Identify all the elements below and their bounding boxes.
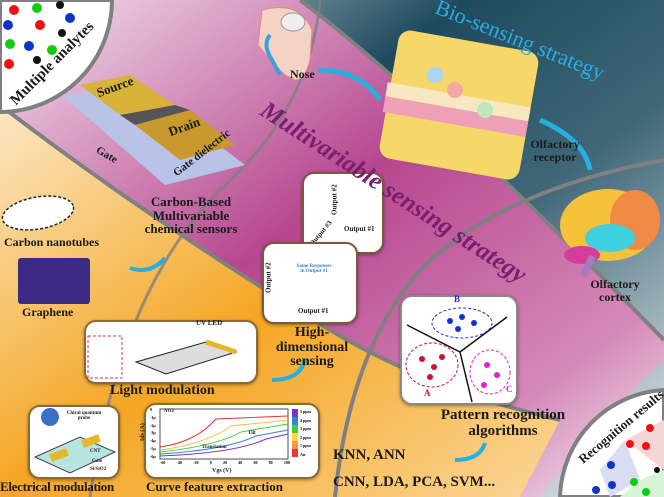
high-dimensional-caption: High-dimensional sensing <box>275 325 349 370</box>
nose-label: Nose <box>290 67 315 81</box>
curve-chart-card: NO2 Tilt Translation Vgs (V) Ids (A) -60… <box>140 403 320 479</box>
y-tick: -2μ <box>150 422 156 428</box>
transfer-curve-plot <box>159 408 298 460</box>
result-clusters <box>592 420 664 497</box>
substrate-label: Si/SiO2 <box>90 467 107 472</box>
y-tick: -5μ <box>150 446 156 452</box>
legend-swatches <box>292 409 298 457</box>
light-modulation-label: Light modulation <box>110 383 215 398</box>
gate-label: Gate <box>92 459 103 464</box>
arrow-icon <box>317 67 383 102</box>
fet-device-illustration <box>62 75 245 185</box>
cluster-label-b: B <box>454 294 461 304</box>
x-tick: 80 <box>268 460 273 465</box>
x-tick: 60 <box>253 460 258 465</box>
carbon-nanotubes-label: Carbon nanotubes <box>4 235 100 249</box>
x-tick: -20 <box>193 460 199 465</box>
legend-entry: 2 ppm <box>300 434 311 440</box>
uv-led-label: UV LED <box>196 319 223 327</box>
probe-label: Chiral quantum probe <box>66 411 102 422</box>
olfactory-cortex-label: Olfactory cortex <box>590 277 640 304</box>
recognition-results-corner <box>557 387 664 497</box>
pattern-recognition-caption: Pattern recognition algorithms <box>440 407 566 439</box>
curve-feature-extraction-label: Curve feature extraction <box>146 479 283 494</box>
cnt-label: CNT <box>90 449 101 454</box>
cluster-label-c: C <box>506 384 513 394</box>
legend-entry: 5 ppm <box>300 409 311 414</box>
graphene-label: Graphene <box>22 305 74 319</box>
analyte-dots <box>3 1 75 69</box>
x-tick: 100 <box>283 460 290 465</box>
x-tick: 0 <box>209 460 212 465</box>
output-3d-plot-card: Output #1 Output #2 Output #3 <box>302 172 384 254</box>
sensor-caption: Carbon-Based Multivariable chemical sens… <box>144 194 238 237</box>
electrical-modulation-label: Electrical modulation <box>0 479 114 494</box>
y-tick: -3μ <box>150 430 156 436</box>
y-tick: -1μ <box>150 414 156 420</box>
cnt-device-illustration <box>33 408 117 474</box>
y-axis-label: Ids (A) <box>139 423 146 442</box>
legend-entry: 4 ppm <box>300 417 311 423</box>
x-tick: -40 <box>176 460 182 465</box>
x-ticks: -60 -40 -20 0 20 40 60 80 100 <box>160 460 290 465</box>
cluster-plot <box>405 307 511 403</box>
legend-entry: Air <box>300 451 306 457</box>
nose-head-illustration <box>257 7 313 81</box>
axis-label: Output #1 <box>298 307 329 315</box>
cluster-label-a: A <box>424 388 431 398</box>
graphene-image <box>18 258 90 304</box>
legend-entry: 1 ppm <box>300 443 311 449</box>
arrow-icon <box>271 359 307 382</box>
algorithms-line-2: CNN, LDA, PCA, SVM... <box>333 474 496 490</box>
translation-annotation: Translation <box>202 445 227 450</box>
y-tick: -6μ <box>150 453 156 459</box>
axis-label: Output #2 <box>264 262 273 293</box>
x-tick: 20 <box>222 460 227 465</box>
legend-entry: 3 ppm <box>300 426 311 432</box>
arrow-icon <box>538 117 593 171</box>
tilt-annotation: Tilt <box>248 431 256 436</box>
axis-label: Output #2 <box>330 184 339 215</box>
x-tick: 40 <box>238 460 243 465</box>
arrow-icon <box>129 256 167 272</box>
multiple-analytes-corner <box>0 0 115 115</box>
axis-label: Output #1 <box>344 225 375 233</box>
olfactory-receptor-label: Olfactory receptor <box>530 137 580 164</box>
brain-illustration <box>560 189 660 278</box>
output-2d-plot-card: Output #1 Output #2 Same Responses in Ou… <box>262 242 358 324</box>
algorithms-line-1: KNN, ANN <box>333 447 406 463</box>
y-tick: 0 <box>150 407 152 412</box>
electrical-modulation-card: Chiral quantum probe CNT Gate Si/SiO2 <box>28 405 120 479</box>
x-axis-label: Vgs (V) <box>212 468 232 474</box>
olfactory-receptor-illustration <box>379 30 539 180</box>
carbon-nanotube-illustration <box>1 195 75 231</box>
gas-label: NO2 <box>164 409 174 414</box>
arrow-icon <box>454 442 487 462</box>
y-tick: -4μ <box>150 438 156 444</box>
light-modulation-card: UV LED <box>84 319 258 384</box>
annotation: Same Responses in Output #1 <box>296 264 332 275</box>
y-ticks: 0 -1μ -2μ -3μ -4μ -5μ-6μ <box>150 407 156 459</box>
cluster-plot-card: B A C <box>400 294 518 405</box>
x-tick: -60 <box>160 460 166 465</box>
graphene-light-illustration <box>87 335 238 379</box>
